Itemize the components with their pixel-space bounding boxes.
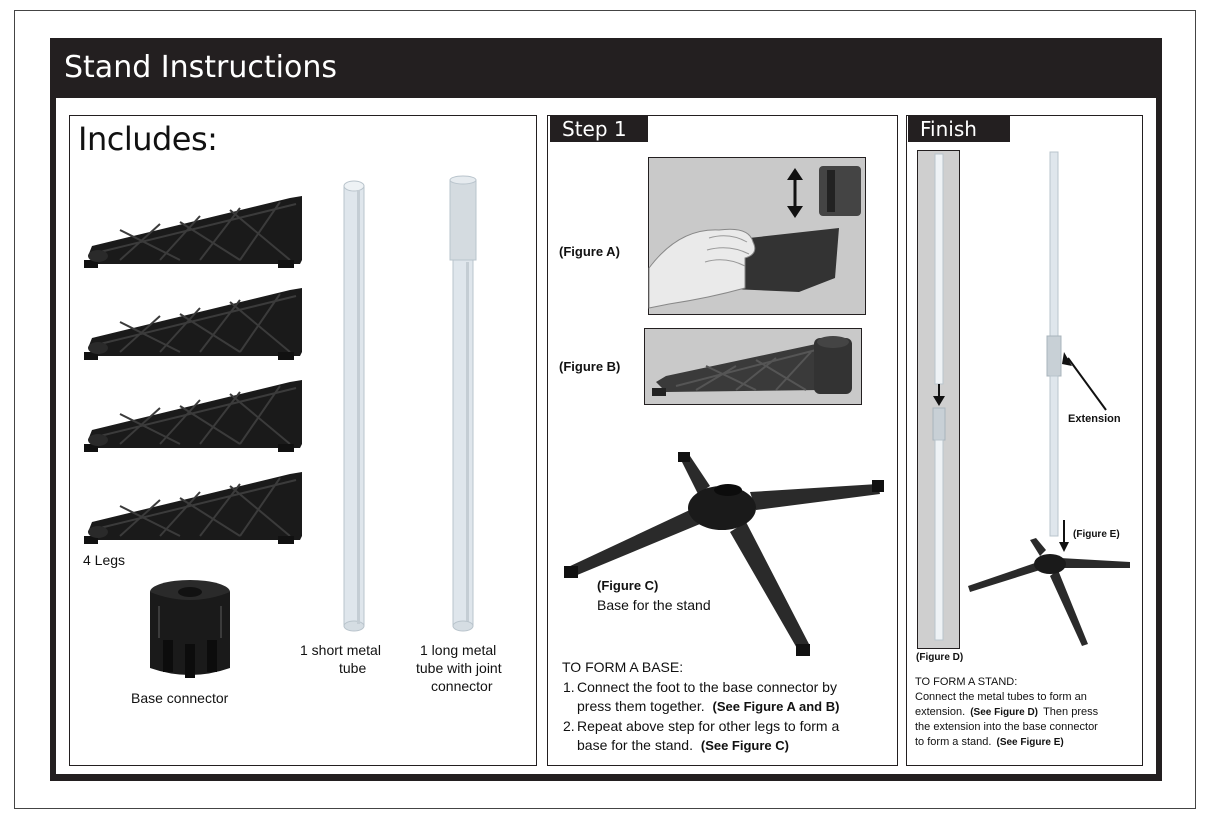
short-tube-illustration [343,180,365,632]
figure-c-caption: Base for the stand [597,597,711,613]
step1-item1-line1: Connect the foot to the base connector b… [577,679,837,695]
long-tube-label-1: 1 long metal [420,642,497,658]
long-tube-label-2: tube with joint [416,660,502,676]
short-tube-label-1: 1 short metal [300,642,381,658]
finish-line2-text: extension. [915,706,966,718]
step1-item2-line2: base for the stand. (See Figure C) [577,737,789,753]
step1-item1-line2: press them together. (See Figure A and B… [577,698,839,714]
figure-b-label: (Figure B) [559,359,621,374]
step1-item1-ref: (See Figure A and B) [712,699,840,714]
figure-e-stand-illustration [968,151,1130,646]
step1-tag: Step 1 [550,116,648,142]
finish-ref-e: (See Figure E) [996,737,1064,748]
short-tube-label-2: tube [339,660,367,676]
step1-item1-text: press them together. [577,698,705,714]
figure-d-label: (Figure D) [916,652,964,663]
base-connector-illustration [150,580,230,678]
finish-line4: to form a stand. (See Figure E) [915,736,1064,748]
sheet-title: Stand Instructions [64,50,337,85]
finish-instructions-heading: TO FORM A STAND: [915,676,1018,688]
finish-line2b-text: Then press [1043,706,1099,718]
figure-a-label: (Figure A) [559,244,620,259]
long-tube-illustration [449,175,477,632]
figure-b-illustration [652,336,852,396]
finish-line1: Connect the metal tubes to form an [915,691,1087,703]
figure-e-label: (Figure E) [1073,529,1120,540]
extension-label: Extension [1068,413,1121,425]
legs-label: 4 Legs [83,552,126,568]
finish-line3: the extension into the base connector [915,721,1098,733]
figure-c-base-illustration [564,452,884,656]
figure-a-illustration [648,166,861,309]
includes-heading: Includes: [78,120,218,158]
page-border [14,10,1196,809]
figure-d-illustration [932,153,946,641]
figure-c-label: (Figure C) [597,578,659,593]
step1-item2-text: base for the stand. [577,737,693,753]
base-connector-label: Base connector [131,690,229,706]
long-tube-label-3: connector [431,678,493,694]
step1-item2-number: 2. [563,718,575,734]
step1-item2-line1: Repeat above step for other legs to form… [577,718,840,734]
step1-item1-number: 1. [563,679,575,695]
finish-line4-text: to form a stand. [915,736,992,748]
legs-illustration [83,195,303,545]
finish-tag: Finish [908,116,1010,142]
finish-ref-d: (See Figure D) [970,707,1039,718]
step1-instructions-heading: TO FORM A BASE: [562,659,684,675]
sheet-header: Stand Instructions [50,38,1162,98]
finish-line2: extension. (See Figure D) Then press [915,706,1098,718]
step1-item2-ref: (See Figure C) [700,738,789,753]
